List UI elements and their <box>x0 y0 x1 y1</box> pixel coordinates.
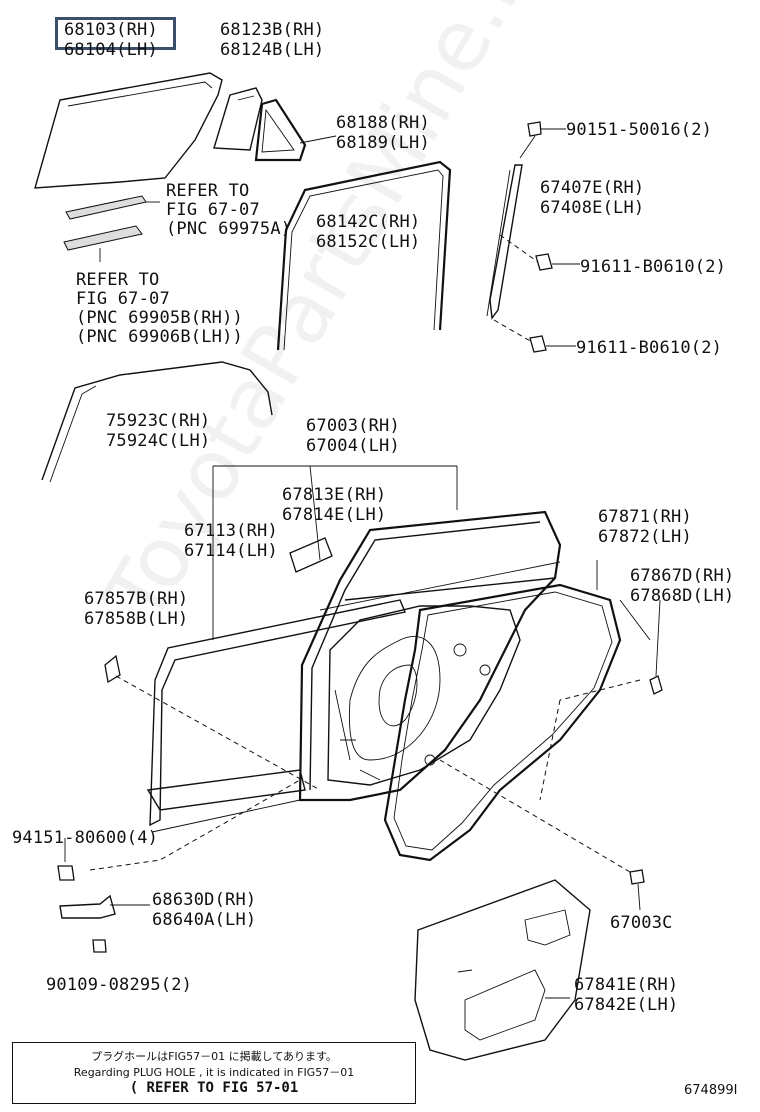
quarter-glass-shape <box>213 87 263 151</box>
glass-lh-label[interactable]: 68104(LH) <box>64 40 158 60</box>
rear-channel-shape <box>489 164 523 320</box>
plug-label[interactable]: 67003C <box>610 913 673 933</box>
screw-label[interactable]: 90109-08295(2) <box>46 975 193 995</box>
service-cover-rh-label[interactable]: 67841E(RH) <box>574 975 679 995</box>
frame-molding-lh-label[interactable]: 75924C(LH) <box>106 431 211 451</box>
glass-rh-label[interactable]: 68103(RH) <box>64 20 158 40</box>
check-bolt-shape <box>57 865 75 881</box>
plug-shape <box>629 869 645 885</box>
door-weatherstrip-lh-label[interactable]: 67872(LH) <box>598 527 692 547</box>
outer-panel-lh-label[interactable]: 67114(LH) <box>184 541 278 561</box>
check-bolt-label[interactable]: 94151-80600(4) <box>12 828 159 848</box>
door-rh-label[interactable]: 67003(RH) <box>306 416 400 436</box>
screw-shape <box>92 939 107 953</box>
note-refer[interactable]: ( REFER TO FIG 57-01 <box>129 1080 299 1096</box>
quarter-weatherstrip-shape <box>254 98 307 162</box>
ref2-line3[interactable]: (PNC 69905B(RH)) <box>76 308 243 328</box>
door-weatherstrip-shape <box>383 583 622 862</box>
glass-run-rh-label[interactable]: 68142C(RH) <box>316 212 421 232</box>
door-check-lh-label[interactable]: 68640A(LH) <box>152 910 257 930</box>
ref2-line4[interactable]: (PNC 69906B(LH)) <box>76 327 243 347</box>
channel-rh-label[interactable]: 67407E(RH) <box>540 178 645 198</box>
quarter-glass-rh-label[interactable]: 68123B(RH) <box>220 20 325 40</box>
quarter-weatherstrip-lh-label[interactable]: 68189(LH) <box>336 133 430 153</box>
frame-molding-rh-label[interactable]: 75923C(RH) <box>106 411 211 431</box>
cover-lh-label[interactable]: 67814E(LH) <box>282 505 387 525</box>
cover-piece-shape <box>289 537 333 573</box>
belt-molding-upper-shape <box>65 195 147 220</box>
outer-panel-rh-label[interactable]: 67113(RH) <box>184 521 278 541</box>
sub-weatherstrip-rh-label[interactable]: 67867D(RH) <box>630 566 735 586</box>
door-inner-panel <box>327 605 521 786</box>
plug-hole-note: プラグホールはFIG57－01 に掲載してあります。 Regarding PLU… <box>12 1042 416 1104</box>
door-weatherstrip-rh-label[interactable]: 67871(RH) <box>598 507 692 527</box>
door-glass-shape <box>34 72 223 189</box>
note-english: Regarding PLUG HOLE , it is indicated in… <box>73 1066 355 1079</box>
ref1-line1: REFER TO <box>166 181 250 201</box>
glass-run-shape <box>276 160 452 351</box>
door-check-rh-label[interactable]: 68630D(RH) <box>152 890 257 910</box>
channel-lh-label[interactable]: 67408E(LH) <box>540 198 645 218</box>
service-hole-cover-shape <box>414 879 591 1061</box>
outer-weatherstrip-rh-label[interactable]: 67857B(RH) <box>84 589 189 609</box>
belt-molding-lower-shape <box>63 225 143 251</box>
door-outer-panel <box>298 510 562 802</box>
glass-run-lh-label[interactable]: 68152C(LH) <box>316 232 421 252</box>
clip-shape <box>649 675 663 695</box>
quarter-weatherstrip-rh-label[interactable]: 68188(RH) <box>336 113 430 133</box>
quarter-glass-lh-label[interactable]: 68124B(LH) <box>220 40 325 60</box>
cover-rh-label[interactable]: 67813E(RH) <box>282 485 387 505</box>
outer-weatherstrip-lh-label[interactable]: 67858B(LH) <box>84 609 189 629</box>
sub-weatherstrip-lh-label[interactable]: 67868D(LH) <box>630 586 735 606</box>
outer-panel-shape <box>149 599 406 827</box>
ref2-line2: FIG 67-07 <box>76 289 170 309</box>
ref1-line3[interactable]: (PNC 69975A) <box>166 219 292 239</box>
ref1-line2: FIG 67-07 <box>166 200 260 220</box>
nut-1-label[interactable]: 91611-B0610(2) <box>580 257 727 277</box>
frame-molding-shape <box>41 361 273 481</box>
diagram-code: 674899I <box>684 1083 738 1098</box>
bolt-top-label[interactable]: 90151-50016(2) <box>566 120 713 140</box>
nut-2-label[interactable]: 91611-B0610(2) <box>576 338 723 358</box>
outer-weatherstrip-shape <box>104 654 121 684</box>
door-check-shape <box>59 894 116 919</box>
note-japanese: プラグホールはFIG57－01 に掲載してあります。 <box>91 1050 337 1063</box>
ref2-line1: REFER TO <box>76 270 160 290</box>
door-lh-label[interactable]: 67004(LH) <box>306 436 400 456</box>
selected-part-highlight[interactable] <box>55 17 176 50</box>
service-cover-lh-label[interactable]: 67842E(LH) <box>574 995 679 1015</box>
